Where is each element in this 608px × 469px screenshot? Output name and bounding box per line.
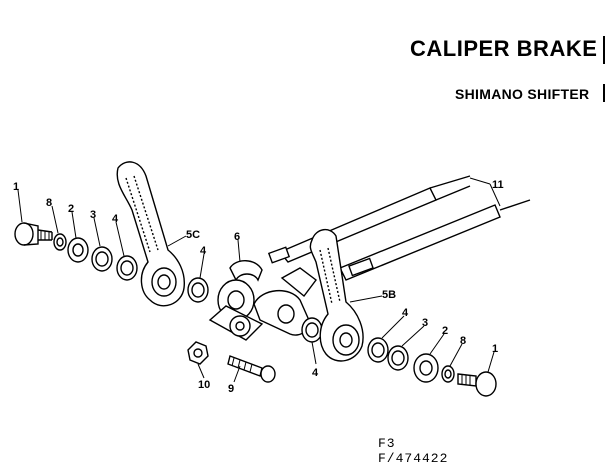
subtitle-side-rule [603,84,605,102]
right-shift-lever [309,229,364,362]
footer-code-line2: F/474422 [378,451,449,466]
center-bracket [208,267,317,341]
title-side-rule [603,36,605,64]
left-shift-lever [116,161,185,307]
callout-right-4: 4 [402,307,409,319]
callout-left-2: 2 [68,203,74,215]
right-bolt [457,371,497,397]
leader-lines [17,177,501,383]
right-washer-8 [441,365,455,383]
callout-right-11: 11 [492,179,504,191]
callout-right-3: 3 [422,317,428,329]
left-cap-2 [67,237,89,263]
page-subtitle: SHIMANO SHIFTER [455,86,590,102]
footer-code-line1: F3 [378,436,396,451]
callout-center-4: 4 [312,367,319,379]
left-washer-4 [116,255,138,281]
callout-right-8: 8 [460,335,466,347]
callout-left-8: 8 [46,197,52,209]
shift-cable-upper [267,175,471,264]
left-spacer-3 [91,246,113,272]
center-clip [229,260,263,282]
center-washer-4 [301,317,323,343]
screw-9 [227,355,276,383]
callout-left-3: 3 [90,209,96,221]
callout-left-4a: 4 [112,213,119,225]
callout-left-1: 1 [13,181,19,193]
callout-center-6: 6 [234,231,240,243]
right-spacer-3 [387,345,409,371]
page-title: CALIPER BRAKE [410,36,598,61]
left-washer-8 [53,233,67,251]
callout-right-1: 1 [492,343,498,355]
callout-left-5c: 5C [186,229,200,241]
callout-left-4b: 4 [200,245,207,257]
callout-right-2: 2 [442,325,448,337]
right-cap-2 [413,353,439,383]
shift-cable-lower [339,199,531,281]
callout-right-5b: 5B [382,289,396,301]
nut-10 [187,341,209,365]
callout-center-10: 10 [198,379,210,391]
callout-center-9: 9 [228,383,234,395]
left-bolt [14,222,53,246]
right-washer-4 [367,337,389,363]
left-lever-washer [187,277,209,303]
